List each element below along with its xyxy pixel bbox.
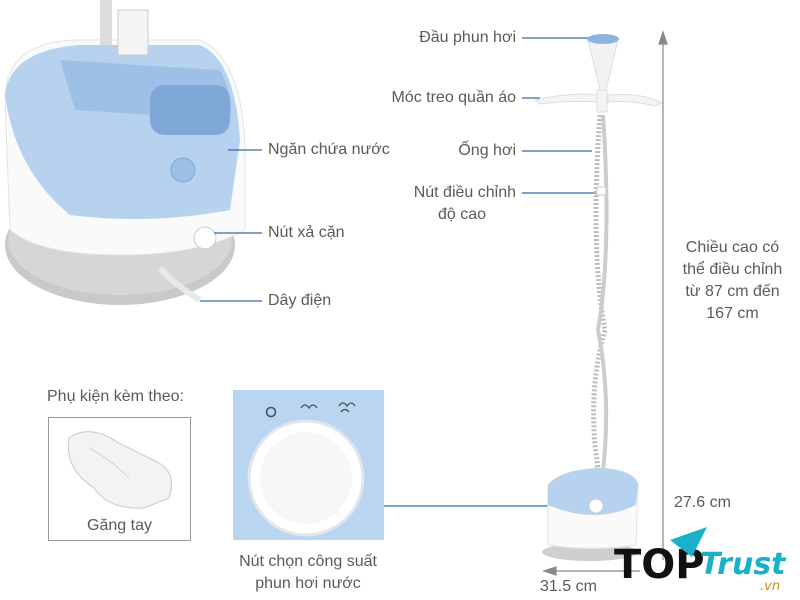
power-dial-icon: [247, 402, 365, 537]
height-note: Chiều cao có thể điều chỉnh từ 87 cm đến…: [670, 237, 795, 325]
accessory-label: Găng tay: [87, 517, 152, 534]
label-height-adjust-line1: Nút điều chỉnh: [413, 184, 516, 201]
label-hanger: Móc treo quần áo: [391, 89, 516, 106]
label-steam-hose: Ống hơi: [458, 142, 516, 159]
label-height-adjust-line2: độ cao: [437, 206, 486, 223]
label-steam-head: Đầu phun hơi: [419, 29, 516, 46]
power-dial-caption-line: Nút chọn công suất: [239, 553, 377, 570]
width-dimension: 31.5 cm: [540, 578, 597, 595]
height-note-line: từ 87 cm đến: [685, 283, 780, 300]
full-steamer: [533, 34, 664, 561]
label-power-cord: Dây điện: [268, 292, 332, 309]
toptrust-logo-mark: TOP Trust .vn: [614, 527, 787, 594]
depth-dimension: 27.6 cm: [674, 494, 731, 511]
label-drain-button: Nút xả cặn: [268, 224, 345, 241]
power-dial-caption-line: phun hơi nước: [255, 575, 361, 592]
toptrust-logo: TOP Trust .vn: [612, 522, 797, 594]
height-note-line: Chiều cao có: [685, 239, 780, 256]
base-closeup: [4, 0, 246, 305]
svg-text:Trust: Trust: [700, 547, 787, 582]
power-dial-closeup: [233, 390, 384, 540]
height-note-line: 167 cm: [706, 305, 759, 322]
glove-icon: [67, 431, 172, 509]
label-water-tank: Ngăn chứa nước: [268, 141, 390, 158]
svg-text:.vn: .vn: [760, 579, 780, 594]
accessory-glove: Găng tay: [48, 417, 191, 541]
label-height-adjust: Nút điều chỉnh độ cao: [414, 182, 516, 226]
accessories-title: Phụ kiện kèm theo:: [47, 388, 184, 405]
height-note-line: thể điều chỉnh: [682, 261, 783, 278]
power-dial-caption: Nút chọn công suất phun hơi nước: [218, 551, 398, 595]
